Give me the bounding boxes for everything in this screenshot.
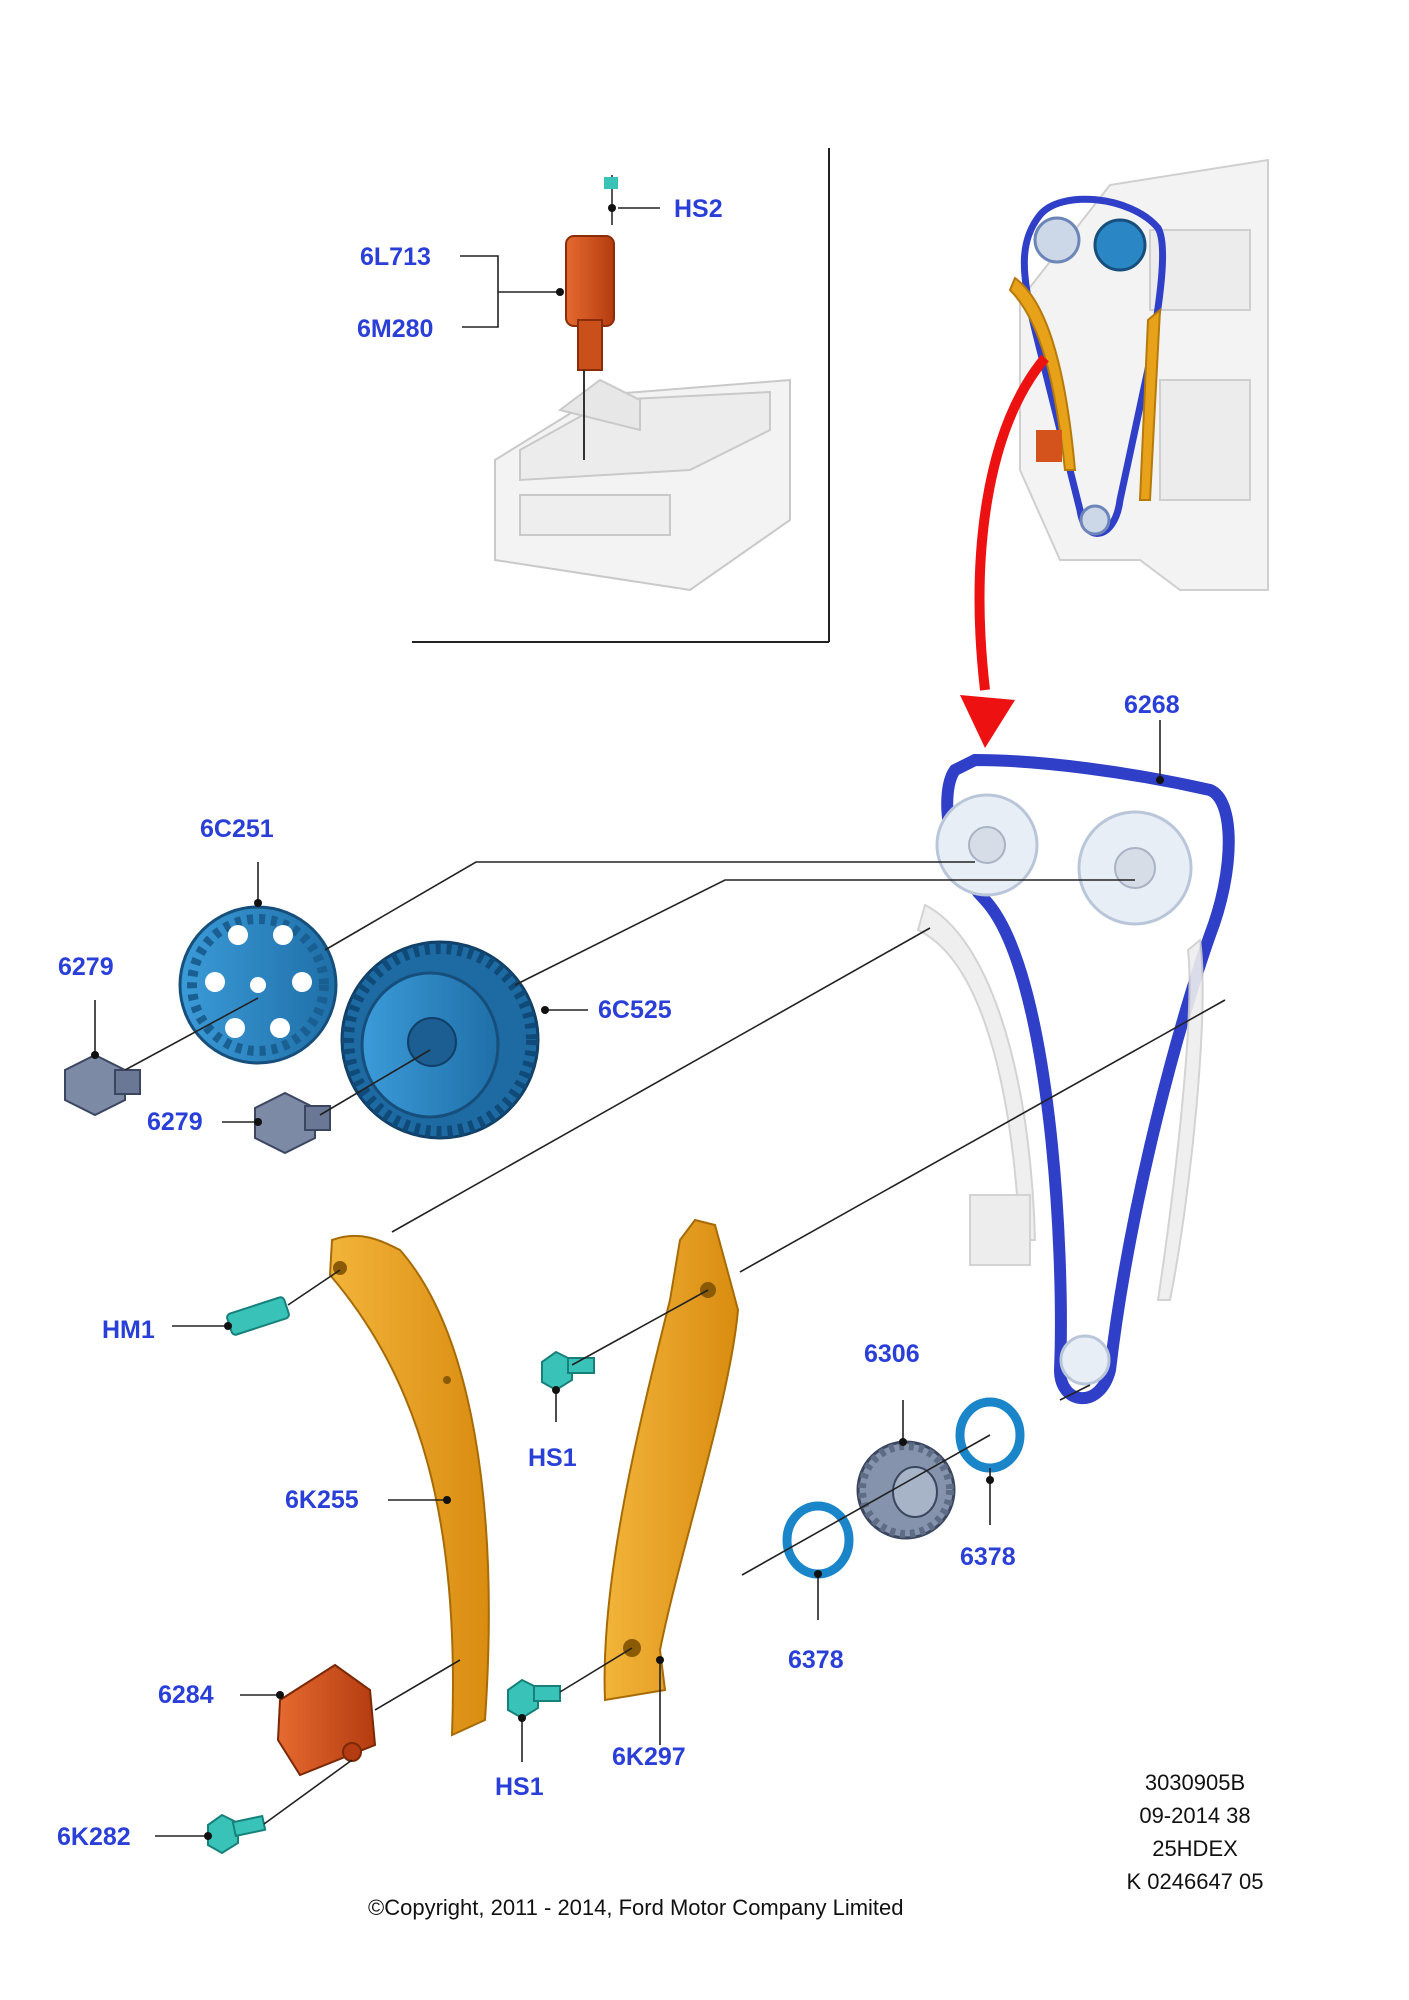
inset-leaders <box>460 207 660 328</box>
label-6284: 6284 <box>158 1681 214 1709</box>
bolt-6279-b <box>254 1091 331 1155</box>
label-6k297: 6K297 <box>612 1743 686 1771</box>
stud-hm1 <box>226 1296 290 1336</box>
guide-ghost <box>916 903 1204 1301</box>
label-6c251: 6C251 <box>200 815 274 843</box>
label-6279-upper: 6279 <box>58 953 114 981</box>
washer-6378-left <box>782 1501 854 1579</box>
reference-number: K 0246647 05 <box>1126 1869 1264 1894</box>
label-6279-lower: 6279 <box>147 1108 203 1136</box>
label-6268: 6268 <box>1124 691 1180 719</box>
camshaft-sprocket-6c251 <box>178 905 338 1065</box>
label-6378-left: 6378 <box>788 1646 844 1674</box>
crankshaft-sprocket-6306 <box>856 1440 956 1540</box>
chain-sprockets-ghost <box>935 793 1193 1386</box>
chain-tensioner-6284 <box>276 1663 377 1777</box>
small-chain-drive <box>1008 195 1167 537</box>
reference-model: 25HDEX <box>1152 1836 1238 1861</box>
bolt-6k282 <box>207 1813 267 1855</box>
label-6k282: 6K282 <box>57 1823 131 1851</box>
label-hs1-upper: HS1 <box>528 1444 577 1472</box>
bolt-hs1-upper <box>541 1350 595 1392</box>
label-6378-right: 6378 <box>960 1543 1016 1571</box>
label-hs2: HS2 <box>674 195 723 223</box>
bolt-hs1-lower <box>507 1678 561 1720</box>
inset-frame <box>412 148 830 643</box>
reference-code: 3030905B <box>1144 1770 1246 1795</box>
label-6k255: 6K255 <box>285 1486 359 1514</box>
label-6l713: 6L713 <box>360 243 431 271</box>
leader-lines <box>94 720 1226 1837</box>
label-6m280: 6M280 <box>357 315 434 343</box>
label-6c525: 6C525 <box>598 996 672 1024</box>
label-hs1-lower: HS1 <box>495 1773 544 1801</box>
timing-chain-6268 <box>941 753 1235 1405</box>
label-hm1: HM1 <box>102 1316 155 1344</box>
leader-dots <box>91 204 1164 1840</box>
red-pointer-arrow <box>960 354 1049 748</box>
solenoid-6m280 <box>565 175 618 460</box>
copyright-notice: ©Copyright, 2011 - 2014, Ford Motor Comp… <box>368 1895 904 1920</box>
cylinder-head-ghost <box>494 378 791 592</box>
label-6306: 6306 <box>864 1340 920 1368</box>
fixed-guide-6k297 <box>603 1218 740 1702</box>
camshaft-phaser-6c525 <box>340 940 540 1140</box>
reference-date: 09-2014 38 <box>1139 1803 1251 1828</box>
bolt-6279-a <box>64 1053 141 1117</box>
